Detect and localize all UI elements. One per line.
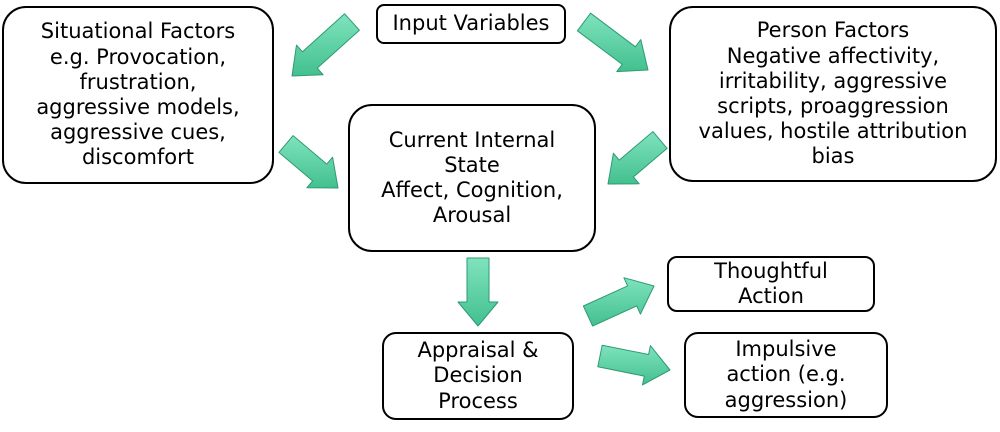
person-factors-box: Person Factors Negative affectivity, irr… bbox=[669, 6, 997, 182]
arrow-situational-to-state bbox=[278, 135, 339, 189]
input-variables-label: Input Variables bbox=[392, 11, 550, 36]
arrow-state-to-appraisal bbox=[457, 257, 499, 327]
current-internal-state-box: Current Internal State Affect, Cognition… bbox=[348, 104, 596, 252]
person-factors-label: Person Factors Negative affectivity, irr… bbox=[698, 18, 968, 169]
arrow-input-to-situational bbox=[291, 13, 360, 77]
arrow-person-to-state bbox=[607, 131, 668, 185]
arrow-input-to-person bbox=[576, 12, 649, 73]
thoughtful-action-box: Thoughtful Action bbox=[667, 256, 875, 312]
arrow-appraisal-to-impulsive bbox=[597, 344, 671, 386]
impulsive-action-box: Impulsive action (e.g. aggression) bbox=[684, 332, 888, 418]
input-variables-box: Input Variables bbox=[376, 4, 566, 44]
arrow-appraisal-to-thoughtful bbox=[582, 277, 655, 327]
situational-factors-box: Situational Factors e.g. Provocation, fr… bbox=[2, 6, 274, 184]
impulsive-action-label: Impulsive action (e.g. aggression) bbox=[724, 337, 848, 412]
thoughtful-action-label: Thoughtful Action bbox=[714, 258, 828, 308]
current-internal-state-label: Current Internal State Affect, Cognition… bbox=[381, 127, 563, 228]
appraisal-decision-label: Appraisal & Decision Process bbox=[417, 338, 539, 413]
situational-factors-label: Situational Factors e.g. Provocation, fr… bbox=[36, 19, 240, 170]
appraisal-decision-box: Appraisal & Decision Process bbox=[382, 332, 574, 420]
